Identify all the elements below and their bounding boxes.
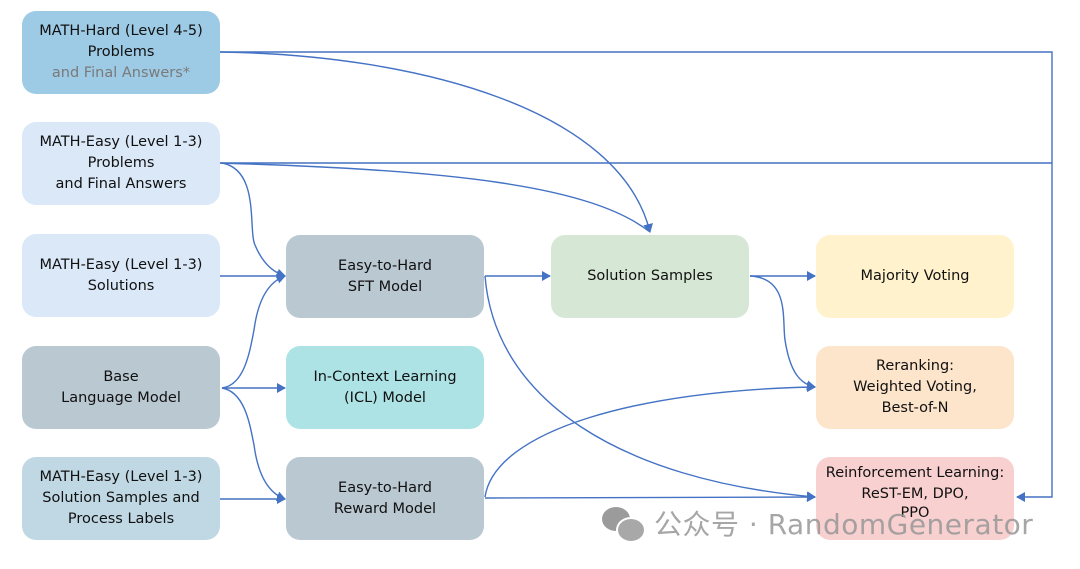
node-math-easy-problems-line3: and Final Answers xyxy=(55,176,187,192)
node-math-hard-line3: and Final Answers* xyxy=(51,65,191,81)
node-rl-line1: Reinforcement Learning: xyxy=(825,465,1005,481)
node-solution-samples: Solution Samples xyxy=(551,235,749,318)
node-math-easy-solutions-line2: Solutions xyxy=(87,277,155,294)
node-majority-voting: Majority Voting xyxy=(816,235,1014,318)
node-math-easy-solutions-line1: MATH-Easy (Level 1-3) xyxy=(39,256,203,273)
node-process-line1: MATH-Easy (Level 1-3) xyxy=(39,469,203,485)
node-reward-line2: Reward Model xyxy=(333,500,437,517)
edge-base-lm-to-sft xyxy=(221,273,286,389)
node-reranking: Reranking: Weighted Voting, Best-of-N xyxy=(816,346,1014,429)
edge-solution-samples-to-reranking xyxy=(749,275,816,391)
node-reinforcement-learning: Reinforcement Learning: ReST-EM, DPO, PP… xyxy=(816,457,1014,540)
wechat-icon xyxy=(600,503,646,543)
node-math-easy-problems-line1: MATH-Easy (Level 1-3) xyxy=(39,134,203,150)
node-process-line2: Solution Samples and xyxy=(42,490,200,506)
node-reranking-line3: Best-of-N xyxy=(881,400,949,416)
node-reward-line1: Easy-to-Hard xyxy=(338,479,432,496)
node-base-lm-line2: Language Model xyxy=(61,389,181,406)
edge-base-lm-to-reward xyxy=(221,387,286,502)
node-reward-model: Easy-to-Hard Reward Model xyxy=(286,457,484,540)
node-base-language-model: Base Language Model xyxy=(22,346,220,429)
node-rl-line3: PPO xyxy=(900,505,930,521)
node-rl-line2: ReST-EM, DPO, xyxy=(861,486,969,502)
node-math-easy-problems-line2: Problems xyxy=(87,155,155,171)
node-reranking-line2: Weighted Voting, xyxy=(853,379,977,395)
node-icl-line1: In-Context Learning xyxy=(313,368,457,385)
node-sft-line2: SFT Model xyxy=(347,278,423,295)
node-sft-line1: Easy-to-Hard xyxy=(338,257,432,274)
node-solution-samples-line1: Solution Samples xyxy=(587,268,713,284)
watermark-text: 公众号 · RandomGenerator xyxy=(654,508,1034,541)
edge-reward-to-rl xyxy=(484,492,816,503)
node-math-easy-process-labels: MATH-Easy (Level 1-3) Solution Samples a… xyxy=(22,457,220,540)
node-icl-line2: (ICL) Model xyxy=(344,389,426,406)
node-math-easy-solutions: MATH-Easy (Level 1-3) Solutions xyxy=(22,234,220,317)
node-math-hard: MATH-Hard (Level 4-5) Problems and Final… xyxy=(22,11,220,94)
edge-reward-to-reranking xyxy=(484,382,816,498)
edge-math-easy-problems-to-sft xyxy=(221,162,286,279)
node-base-lm-line1: Base xyxy=(103,368,139,385)
node-sft-model: Easy-to-Hard SFT Model xyxy=(286,235,484,318)
edge-math-hard-to-solution-samples xyxy=(219,51,653,233)
node-reranking-line1: Reranking: xyxy=(875,358,955,374)
node-math-hard-line2: Problems xyxy=(87,44,155,60)
watermark: 公众号 · RandomGenerator xyxy=(600,503,1033,543)
node-majority-line1: Majority Voting xyxy=(860,268,970,284)
node-icl-model: In-Context Learning (ICL) Model xyxy=(286,346,484,429)
node-math-hard-line1: MATH-Hard (Level 4-5) xyxy=(39,23,203,39)
node-process-line3: Process Labels xyxy=(67,511,175,527)
edge-math-easy-problems-to-solution-samples xyxy=(219,162,651,233)
node-math-easy-problems: MATH-Easy (Level 1-3) Problems and Final… xyxy=(22,122,220,205)
